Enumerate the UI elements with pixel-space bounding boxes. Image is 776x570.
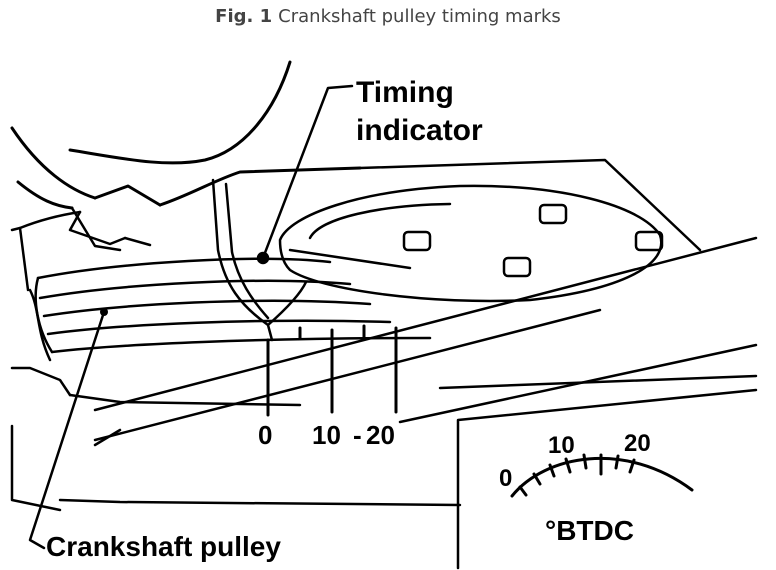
pulley-grooves (28, 257, 432, 362)
timing-scale (266, 324, 398, 417)
figure-number: Fig. 1 (215, 6, 273, 27)
inset-label-0: 0 (499, 465, 512, 492)
timing-indicator-label-line1: Timing (356, 76, 454, 109)
leader-lines (28, 84, 354, 550)
inset-gauge (510, 453, 694, 498)
pulley-leader-dot (100, 308, 108, 316)
inset-panel (456, 388, 758, 570)
figure-title: Crankshaft pulley timing marks (278, 6, 561, 27)
inset-label-20: 20 (624, 430, 651, 457)
scale-label-0: 0 (258, 420, 272, 450)
scale-label-10: 10 (312, 420, 341, 450)
cover-disk (278, 184, 663, 303)
inset-label-10: 10 (548, 432, 575, 459)
hand-drawing (10, 60, 362, 210)
timing-indicator-label-line2: indicator (356, 114, 483, 147)
bolts (402, 203, 664, 278)
scale-label-20: 20 (366, 420, 395, 450)
crankshaft-pulley-label: Crankshaft pulley (46, 531, 281, 562)
scale-label-dash: - (353, 420, 362, 450)
inset-unit-label: °BTDC (545, 515, 634, 546)
shaft-bar (93, 236, 758, 442)
